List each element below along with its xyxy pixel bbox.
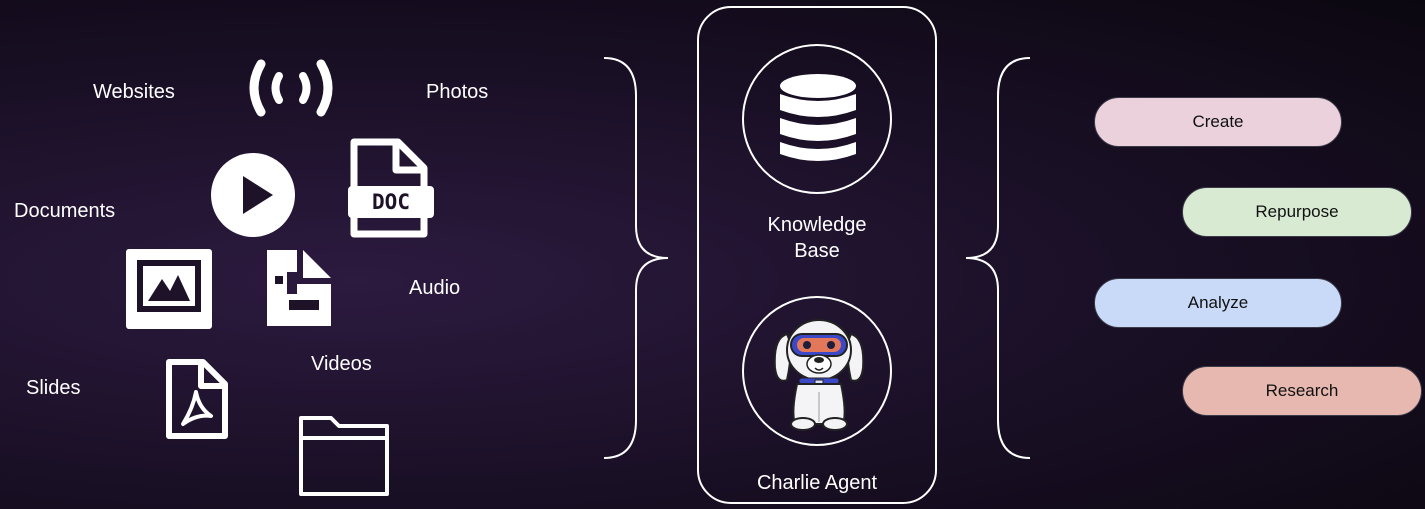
doc-file-icon: DOC: [346, 138, 436, 238]
file-layout-icon: [267, 250, 331, 326]
label-audio: Audio: [409, 277, 461, 299]
action-analyze: Analyze: [1094, 278, 1342, 328]
broadcast-icon: [245, 58, 337, 118]
play-icon: [210, 152, 296, 238]
left-brace: [600, 56, 672, 465]
label-photos: Photos: [426, 81, 489, 103]
label-videos: Videos: [311, 353, 372, 375]
database-icon: [780, 74, 856, 161]
label-slides: Slides: [26, 377, 81, 399]
knowledge-base-circle: [742, 44, 892, 194]
svg-text:DOC: DOC: [372, 190, 410, 214]
folder-icon: [297, 414, 391, 498]
robot-dog-icon: [773, 319, 865, 431]
image-icon: [126, 249, 212, 329]
right-brace: [962, 56, 1034, 465]
agent-label: Charlie Agent: [756, 472, 878, 494]
label-documents: Documents: [14, 200, 116, 222]
pdf-icon: [163, 358, 229, 440]
action-repurpose: Repurpose: [1182, 187, 1412, 237]
agent-circle: [742, 296, 892, 446]
action-create: Create: [1094, 97, 1342, 147]
label-websites: Websites: [93, 81, 175, 103]
action-research: Research: [1182, 366, 1422, 416]
